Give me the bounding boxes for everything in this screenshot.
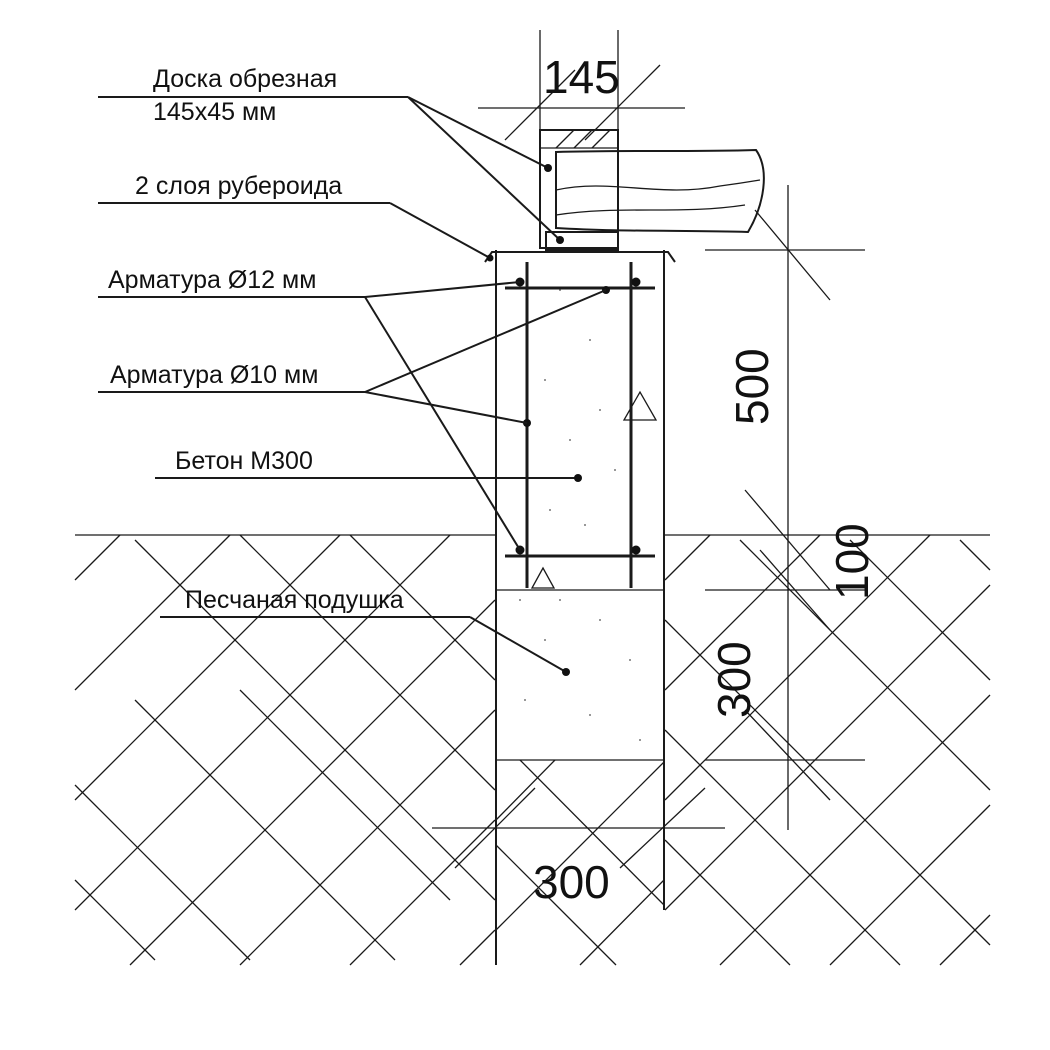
rebar-dot-top-right xyxy=(631,277,641,287)
labels: Доска обрезная 145х45 мм 2 слоя рубероид… xyxy=(108,65,404,614)
soil-hatch-left xyxy=(74,534,496,966)
label-board-line2: 145х45 мм xyxy=(153,98,276,126)
label-rebar-12: Арматура Ø12 мм xyxy=(108,266,316,294)
dim-label-300-vertical: 300 xyxy=(708,641,760,718)
leaders xyxy=(98,96,607,673)
soil-hatch-bottom xyxy=(495,759,665,966)
level-triangle-lower xyxy=(530,566,556,589)
leader-dot-board-top xyxy=(544,164,552,172)
dim-label-500: 500 xyxy=(726,348,778,425)
label-roofing: 2 слоя рубероида xyxy=(135,172,342,200)
dim-label-145: 145 xyxy=(543,51,620,103)
concrete-texture xyxy=(519,289,641,741)
leader-dot-sand xyxy=(562,668,570,676)
trench-mask xyxy=(496,250,664,760)
rebar-dot-bottom-right xyxy=(631,545,641,555)
leader-dot-concrete xyxy=(574,474,582,482)
label-rebar-10: Арматура Ø10 мм xyxy=(110,361,318,389)
label-concrete: Бетон М300 xyxy=(175,447,313,475)
dim-label-300-horizontal: 300 xyxy=(533,856,610,908)
dim-label-100: 100 xyxy=(826,523,878,600)
leader-dot-board-bottom xyxy=(556,236,564,244)
label-sand-cushion: Песчаная подушка xyxy=(185,586,404,614)
timber-board xyxy=(539,129,765,251)
leader-dot-roofing xyxy=(486,254,494,262)
dim-300-bottom: 300 xyxy=(432,787,725,908)
dim-vertical-right: 500 100 300 xyxy=(705,185,878,830)
label-board-line1: Доска обрезная xyxy=(153,65,337,93)
soil-hatch-right xyxy=(664,534,991,966)
dim-145: 145 xyxy=(478,30,685,141)
